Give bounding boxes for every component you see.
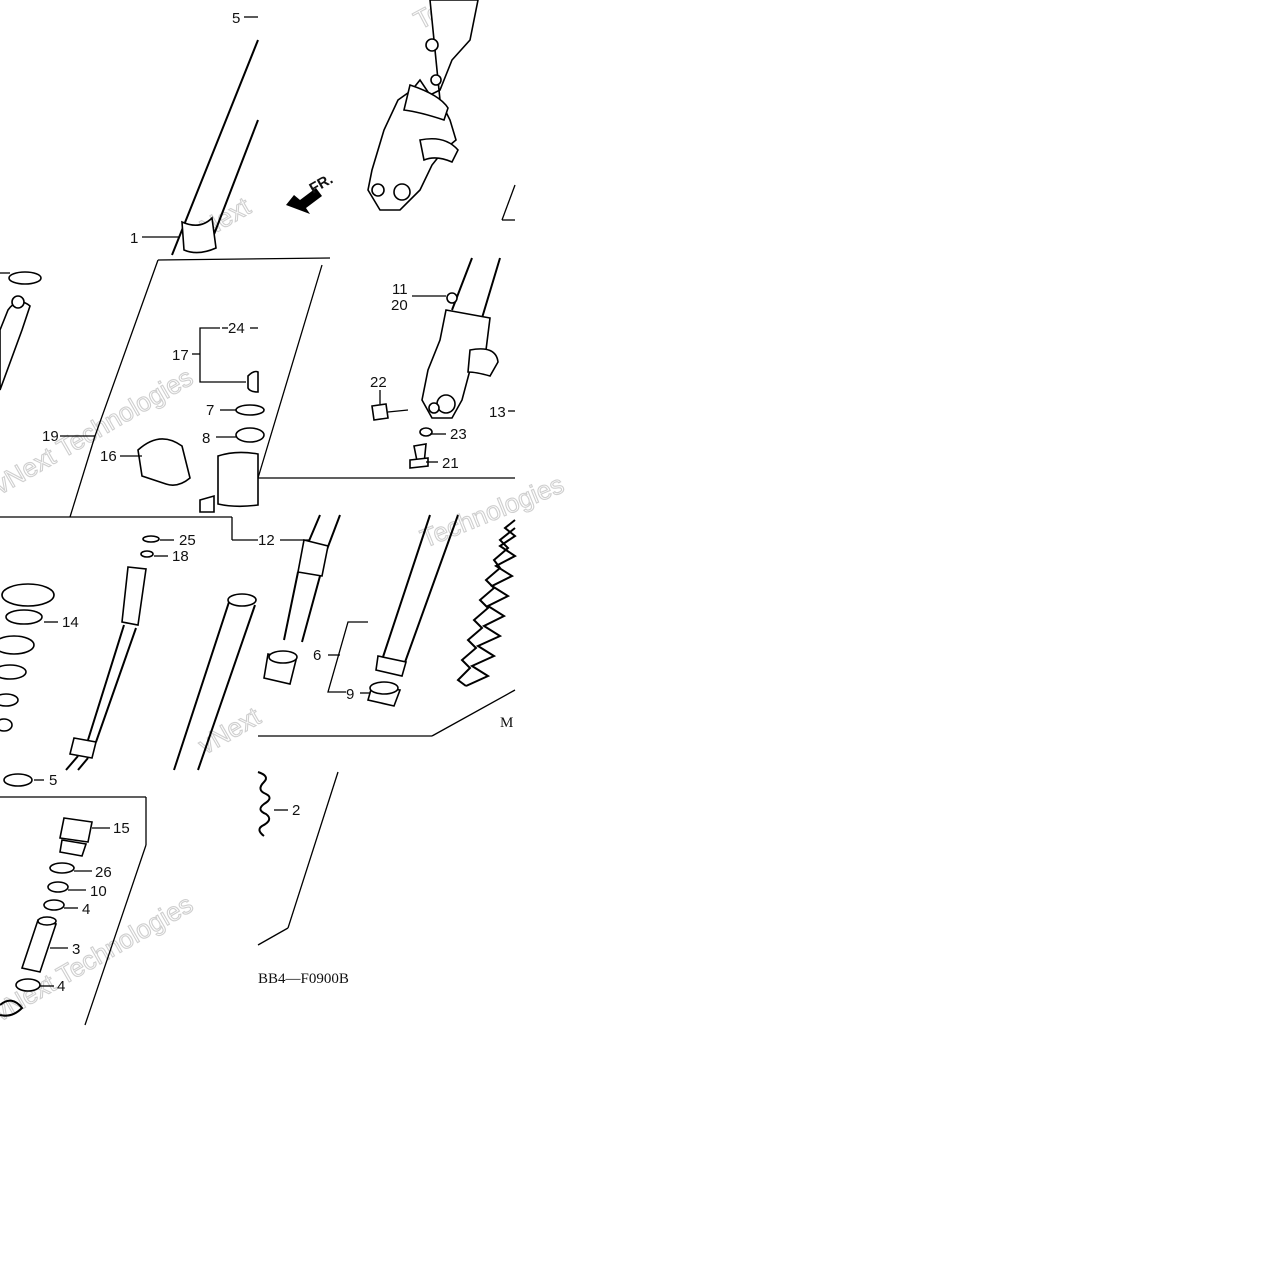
callout-5-bottom: 5 — [49, 772, 57, 789]
outer-tube-lower — [173, 593, 257, 771]
callout-6: 6 — [313, 647, 321, 664]
cartridge-parts — [0, 817, 93, 1017]
callout-25: 25 — [179, 532, 196, 549]
damper-rod-assembly — [65, 535, 160, 771]
callout-2: 2 — [292, 802, 300, 819]
seal-group — [137, 370, 265, 513]
callout-5-top: 5 — [232, 10, 240, 27]
callout-24: 24 — [228, 320, 245, 337]
watermarks: Technologies vNext vNext Technologies Te… — [0, 0, 569, 1028]
callout-11: 11 — [392, 281, 408, 298]
callout-7: 7 — [206, 402, 214, 419]
callout-9: 9 — [346, 686, 354, 703]
callout-23: 23 — [450, 426, 467, 443]
callout-4-upper: 4 — [82, 901, 90, 918]
callout-numbers: 5 1 24 17 7 8 19 16 11 20 22 13 23 21 12… — [42, 10, 506, 995]
callout-4-lower: 4 — [57, 978, 65, 995]
callout-19: 19 — [42, 428, 59, 445]
callout-16: 16 — [100, 448, 117, 465]
leader-lines — [0, 16, 515, 987]
fork-slider-top — [367, 0, 479, 211]
diagram-code: BB4—F0900B — [258, 971, 349, 987]
fork-tube-upper — [171, 39, 259, 256]
left-column-upper — [0, 271, 42, 391]
callout-26: 26 — [95, 864, 112, 881]
watermark-right: Technologies — [416, 469, 568, 554]
inner-tube-parts — [263, 514, 459, 707]
fork-slider-middle — [371, 257, 501, 469]
front-direction-arrow: FR. — [286, 171, 336, 214]
fork-spring — [456, 519, 517, 687]
callout-17: 17 — [172, 347, 189, 364]
spring-lower — [257, 771, 271, 837]
callout-12: 12 — [258, 532, 275, 549]
callout-8: 8 — [202, 430, 210, 447]
callout-15: 15 — [113, 820, 130, 837]
callout-10: 10 — [90, 883, 107, 900]
callout-22: 22 — [370, 374, 387, 391]
callout-21: 21 — [442, 455, 459, 472]
callout-18: 18 — [172, 548, 189, 565]
callout-14: 14 — [62, 614, 79, 631]
callout-13: 13 — [489, 404, 506, 421]
callout-20: 20 — [391, 297, 408, 314]
callout-1: 1 — [130, 230, 138, 247]
corner-label: M — [500, 715, 513, 731]
frame-lines — [0, 184, 516, 1026]
left-seal-stack — [0, 583, 55, 787]
callout-3: 3 — [72, 941, 80, 958]
